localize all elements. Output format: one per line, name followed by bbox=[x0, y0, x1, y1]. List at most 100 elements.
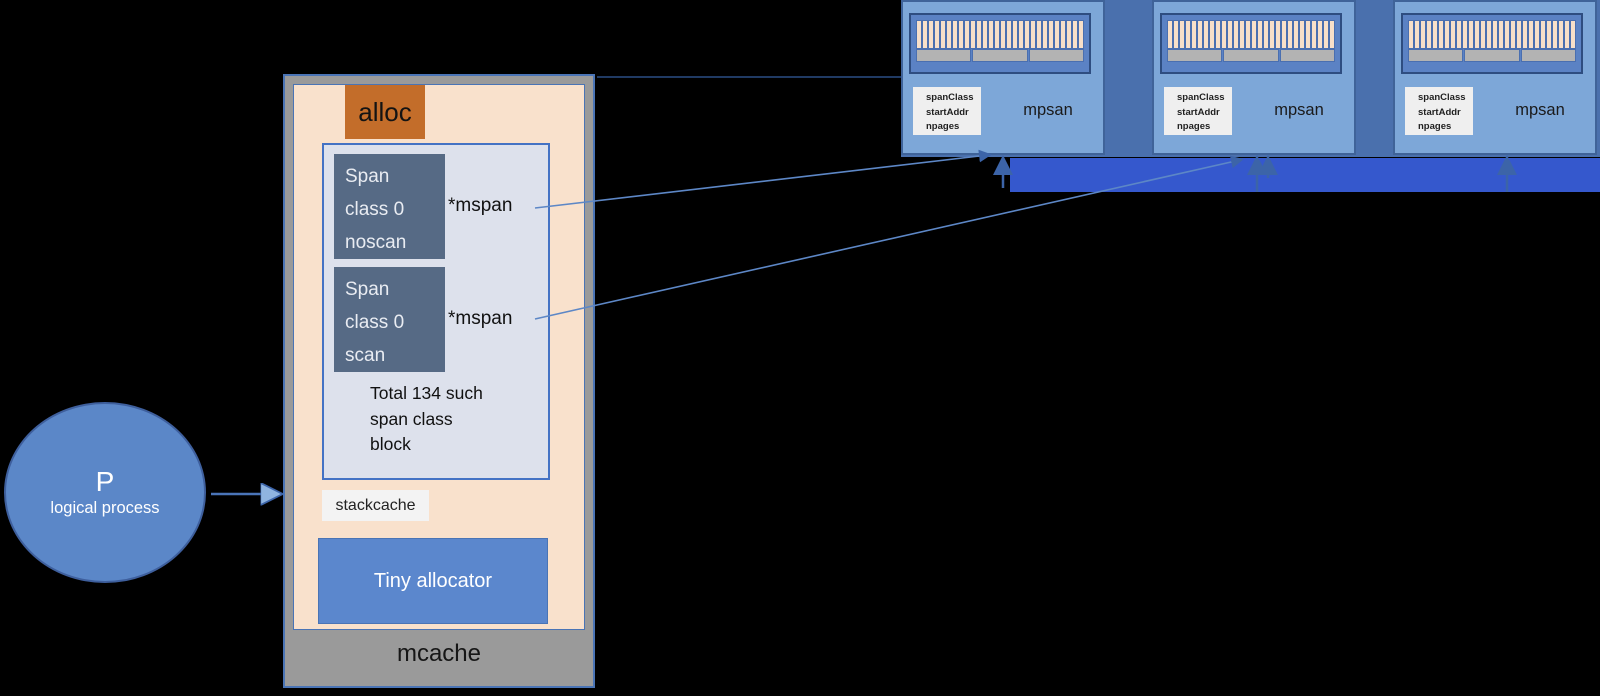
page-bar bbox=[1233, 20, 1239, 49]
page-bar bbox=[1072, 20, 1078, 49]
page-bar bbox=[1215, 20, 1221, 49]
page-bar bbox=[1317, 20, 1323, 49]
field-spanclass: spanClass bbox=[926, 92, 974, 103]
span-class-scan-line: Span bbox=[345, 279, 390, 300]
field-startaddr: startAddr bbox=[1418, 106, 1461, 118]
page-bar bbox=[1323, 20, 1329, 49]
page-bar bbox=[952, 20, 958, 49]
span-pages-frame bbox=[1160, 13, 1342, 74]
page-bar bbox=[1024, 20, 1030, 49]
process-subtitle: logical process bbox=[50, 498, 160, 517]
page-bar bbox=[970, 20, 976, 49]
page-bar bbox=[1263, 20, 1269, 49]
page-bar bbox=[1480, 20, 1486, 49]
page-bar bbox=[958, 20, 964, 49]
page-bar bbox=[946, 20, 952, 49]
page-bar bbox=[1534, 20, 1540, 49]
gray-segments bbox=[1407, 49, 1576, 62]
page-bar bbox=[1078, 20, 1084, 49]
page-bar bbox=[1209, 20, 1215, 49]
page-bar bbox=[1221, 20, 1227, 49]
mspan-box-1: spanClass startAddr npages mpsan bbox=[901, 0, 1105, 155]
span-class-scan-line: class 0 bbox=[345, 312, 405, 333]
page-bar bbox=[1197, 20, 1203, 49]
page-bar bbox=[1048, 20, 1054, 49]
mspan-box-2: spanClass startAddr npages mpsan bbox=[1152, 0, 1356, 155]
page-bar bbox=[1462, 20, 1468, 49]
mspan-label: mpsan bbox=[1515, 101, 1565, 119]
page-bar bbox=[1293, 20, 1299, 49]
page-bar bbox=[1528, 20, 1534, 49]
gray-segment bbox=[1028, 49, 1084, 62]
span-pages-frame bbox=[1401, 13, 1583, 74]
gray-segment bbox=[1464, 49, 1520, 62]
gray-segment bbox=[915, 49, 972, 62]
arrow-mspan-noscan-to-box1 bbox=[534, 149, 992, 209]
field-spanclass: spanClass bbox=[1177, 92, 1225, 103]
page-bar bbox=[1468, 20, 1474, 49]
page-bar bbox=[1414, 20, 1420, 49]
span-class-scan-block: Span class 0 scan bbox=[334, 267, 445, 372]
page-bar bbox=[1504, 20, 1510, 49]
page-bar bbox=[1066, 20, 1072, 49]
page-bar bbox=[1408, 20, 1414, 49]
page-bar bbox=[1245, 20, 1251, 49]
page-bar bbox=[1564, 20, 1570, 49]
mspan-label: mpsan bbox=[1023, 101, 1073, 119]
mspan-band bbox=[1010, 158, 1600, 192]
page-bar bbox=[934, 20, 940, 49]
span-class-noscan-block: Span class 0 noscan bbox=[334, 154, 445, 259]
page-bar bbox=[1251, 20, 1257, 49]
alloc-box: alloc bbox=[345, 85, 425, 139]
note-line: Total 134 such bbox=[370, 383, 483, 403]
stackcache-box: stackcache bbox=[322, 490, 429, 521]
page-bar bbox=[1239, 20, 1245, 49]
page-bars bbox=[1167, 20, 1335, 49]
span-class-scan-line: scan bbox=[345, 345, 386, 366]
mspan-fields-box: spanClass startAddr npages bbox=[1164, 87, 1232, 135]
span-pages-frame bbox=[909, 13, 1091, 74]
page-bar bbox=[1558, 20, 1564, 49]
page-bar bbox=[922, 20, 928, 49]
mcache-to-mspan-connector-line bbox=[597, 76, 901, 78]
page-bar bbox=[1540, 20, 1546, 49]
span-class-noscan-line: class 0 bbox=[345, 199, 405, 220]
field-startaddr: startAddr bbox=[1177, 106, 1220, 118]
page-bar bbox=[1474, 20, 1480, 49]
page-bar bbox=[1275, 20, 1281, 49]
mspan-pointer-scan: *mspan bbox=[448, 308, 513, 329]
page-bar bbox=[988, 20, 994, 49]
page-bar bbox=[1281, 20, 1287, 49]
page-bar bbox=[1510, 20, 1516, 49]
page-bar bbox=[1054, 20, 1060, 49]
page-bar bbox=[1060, 20, 1066, 49]
page-bar bbox=[994, 20, 1000, 49]
page-bar bbox=[1522, 20, 1528, 49]
note-line: block bbox=[370, 434, 411, 454]
span-class-container: Span class 0 noscan *mspan Span class 0 … bbox=[322, 143, 550, 480]
page-bar bbox=[1179, 20, 1185, 49]
note-line: span class bbox=[370, 408, 453, 429]
page-bar bbox=[976, 20, 982, 49]
page-bar bbox=[1329, 20, 1335, 49]
page-bar bbox=[940, 20, 946, 49]
page-bar bbox=[1438, 20, 1444, 49]
tiny-allocator-box: Tiny allocator bbox=[318, 538, 548, 624]
page-bar bbox=[1486, 20, 1492, 49]
page-bar bbox=[1203, 20, 1209, 49]
gray-segment bbox=[972, 49, 1028, 62]
span-class-noscan-line: noscan bbox=[345, 232, 407, 253]
page-bar bbox=[1456, 20, 1462, 49]
page-bar bbox=[1042, 20, 1048, 49]
logical-process-circle: P logical process bbox=[4, 402, 206, 583]
gray-segment bbox=[1166, 49, 1223, 62]
page-bar bbox=[1036, 20, 1042, 49]
process-title: P bbox=[95, 465, 115, 497]
gray-segment bbox=[1520, 49, 1576, 62]
page-bar bbox=[1299, 20, 1305, 49]
mcache-box: alloc Span class 0 noscan *mspan Span cl… bbox=[283, 74, 595, 688]
mspan-pointer-noscan: *mspan bbox=[448, 195, 513, 216]
page-bar bbox=[1030, 20, 1036, 49]
mspan-label: mpsan bbox=[1274, 101, 1324, 119]
page-bar bbox=[1257, 20, 1263, 49]
